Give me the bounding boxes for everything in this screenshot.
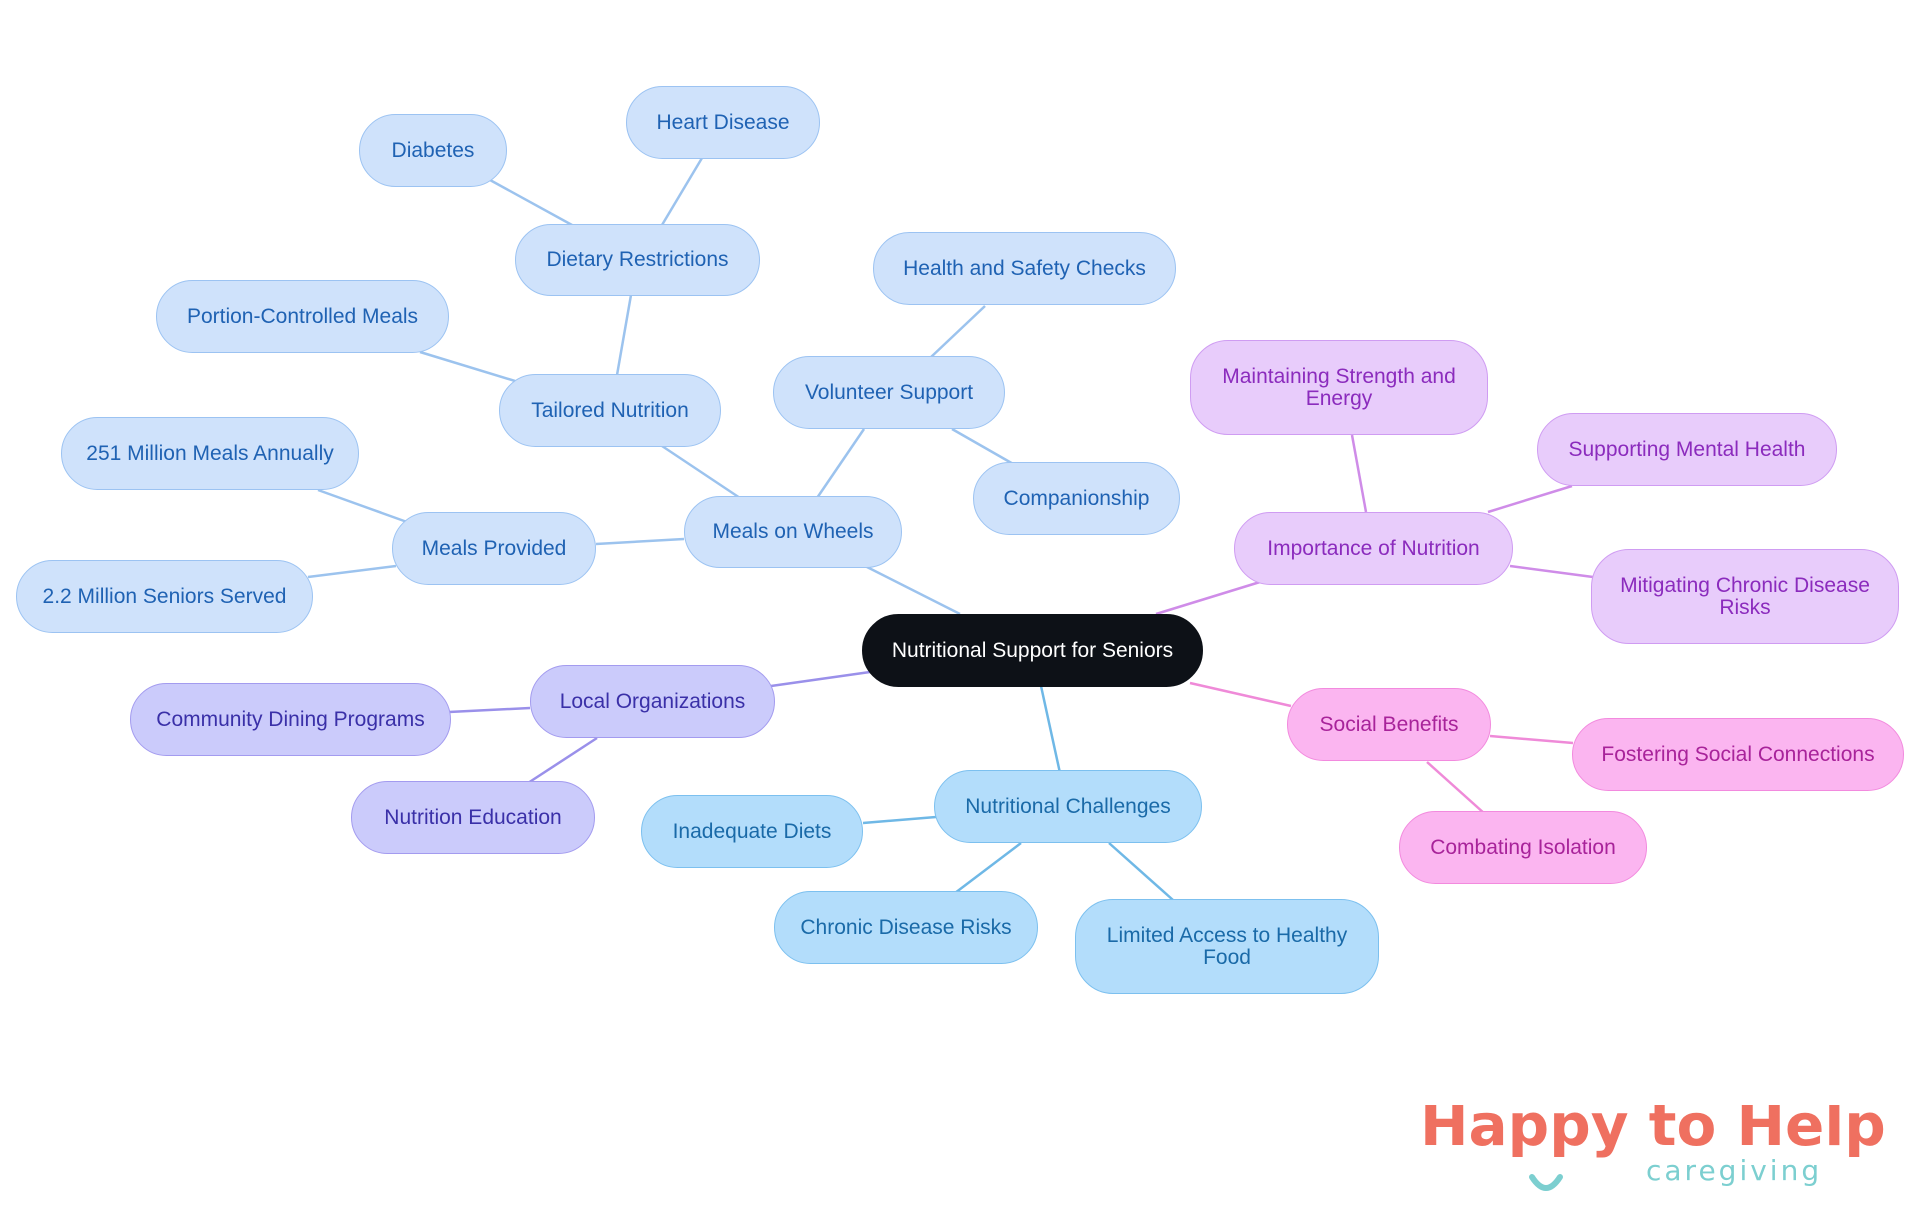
node-meals-on-wheels[interactable]: Meals on Wheels [684,496,902,568]
link-challenges-chronic [954,842,1022,894]
node-heart-disease[interactable]: Heart Disease [626,86,820,159]
smile-icon [1529,1174,1563,1191]
link-mow-volunteer [815,428,866,499]
node-inadequate-diets[interactable]: Inadequate Diets [641,795,863,868]
link-dietary-diabetes [489,178,573,227]
node-fostering-social-connections[interactable]: Fostering Social Connections [1572,718,1904,791]
link-social-isolation [1426,761,1486,815]
node-local-organizations[interactable]: Local Organizations [530,665,775,738]
link-tailored-dietary [615,294,633,376]
node-limited-access[interactable]: Limited Access to Healthy Food [1075,899,1379,994]
node-tailored-nutrition[interactable]: Tailored Nutrition [499,374,721,447]
node-companionship[interactable]: Companionship [973,462,1180,535]
link-root-challenges [1039,685,1062,774]
link-importance-mental [1487,484,1573,514]
logo-tagline: caregiving [1646,1154,1822,1187]
node-meals-provided[interactable]: Meals Provided [392,512,596,585]
link-root-social [1189,681,1292,708]
link-challenges-access [1108,842,1174,901]
node-dietary-restrictions[interactable]: Dietary Restrictions [515,224,760,296]
node-chronic-disease-risks[interactable]: Chronic Disease Risks [774,891,1038,964]
link-mow-tailored [661,444,741,500]
node-diabetes[interactable]: Diabetes [359,114,507,187]
link-dietary-heart [660,157,704,226]
link-provided-seniors [307,564,397,579]
node-volunteer-support[interactable]: Volunteer Support [773,356,1005,429]
link-social-connections [1489,734,1574,745]
link-mow-meals-provided [595,537,685,546]
link-root-local [770,670,871,688]
node-community-dining[interactable]: Community Dining Programs [130,683,451,756]
link-provided-annually [317,488,408,524]
brand-logo: Happy to Help caregiving [1420,1105,1886,1191]
link-volunteer-health [929,305,986,359]
node-health-safety-checks[interactable]: Health and Safety Checks [873,232,1176,305]
link-root-meals-on-wheels [864,564,961,616]
link-tailored-portion [419,350,516,383]
link-local-education [527,736,598,785]
node-2-2-million-seniors[interactable]: 2.2 Million Seniors Served [16,560,313,633]
node-combating-isolation[interactable]: Combating Isolation [1399,811,1647,884]
node-nutrition-education[interactable]: Nutrition Education [351,781,595,854]
link-importance-strength [1350,434,1368,513]
link-root-importance [1155,580,1261,616]
node-mitigating-chronic[interactable]: Mitigating Chronic Disease Risks [1591,549,1899,644]
node-supporting-mental-health[interactable]: Supporting Mental Health [1537,413,1837,486]
link-local-dining [448,706,531,714]
logo-wordmark: Happy to Help [1420,1105,1886,1159]
link-volunteer-companion [951,427,1016,467]
node-importance-of-nutrition[interactable]: Importance of Nutrition [1234,512,1513,585]
node-nutritional-challenges[interactable]: Nutritional Challenges [934,770,1202,843]
link-challenges-inadequate [862,815,937,825]
node-social-benefits[interactable]: Social Benefits [1287,688,1491,761]
node-251-million-meals[interactable]: 251 Million Meals Annually [61,417,359,490]
node-portion-controlled-meals[interactable]: Portion-Controlled Meals [156,280,449,353]
root-node[interactable]: Nutritional Support for Seniors [862,614,1203,687]
node-maintaining-strength[interactable]: Maintaining Strength and Energy [1190,340,1488,435]
link-importance-chronic [1509,564,1594,579]
